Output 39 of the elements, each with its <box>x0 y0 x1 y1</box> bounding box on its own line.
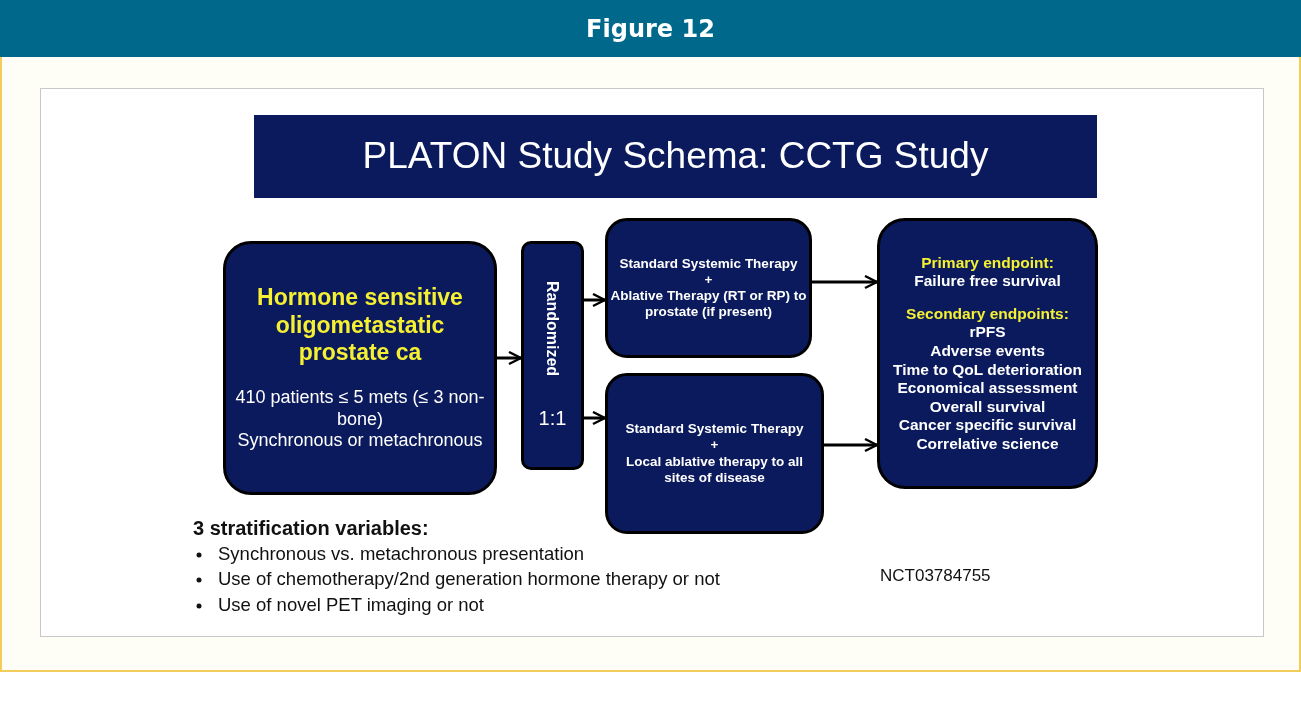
population-box <box>223 241 497 495</box>
arrow <box>497 350 523 366</box>
therapy-text: Local ablative therapy to all sites of disease <box>624 453 805 486</box>
plus-sign: + <box>709 437 720 454</box>
arrow <box>824 437 879 453</box>
bullet-item: Use of novel PET imaging or not <box>218 594 484 616</box>
endpoint-item: Adverse events <box>929 341 1046 361</box>
arrow <box>584 410 607 426</box>
population-heading: Hormone sensitive oligometastatic prostate ca <box>256 284 464 367</box>
title-banner <box>254 115 1097 198</box>
randomization-box <box>521 241 584 470</box>
plus-sign: + <box>703 271 714 288</box>
banner-title: PLATON Study Schema: CCTG Study <box>361 134 990 179</box>
ratio-label: 1:1 <box>537 406 568 431</box>
population-detail: 410 patients ≤ 5 mets (≤ 3 non-bone) <box>234 387 486 431</box>
population-detail: Synchronous or metachronous <box>236 430 484 452</box>
treatment-arm-box <box>605 218 812 358</box>
therapy-text: Ablative Therapy (RT or RP) to prostate (if present) <box>609 288 808 321</box>
endpoint-item: Failure free survival <box>913 272 1062 291</box>
trial-id: NCT03784755 <box>880 566 991 586</box>
list-heading: 3 stratification variables: <box>193 517 429 540</box>
arrow <box>584 292 607 308</box>
endpoint-item: Cancer specific survival <box>897 416 1078 435</box>
endpoint-item: Correlative science <box>915 434 1060 454</box>
treatment-arm-box <box>605 373 824 534</box>
endpoint-item: Overall survival <box>928 397 1047 417</box>
therapy-text: Standard Systemic Therapy <box>618 255 799 272</box>
endpoint-heading: Secondary endpoints: <box>905 304 1070 324</box>
endpoint-item: Economical assessment <box>896 379 1079 398</box>
bullet-item: Use of chemotherapy/2nd generation hormone therapy or not <box>218 568 720 590</box>
endpoint-item: rPFS <box>968 323 1007 342</box>
bullet-item: Synchronous vs. metachronous presentation <box>218 543 585 565</box>
figure-title: Figure 12 <box>586 14 715 43</box>
therapy-text: Standard Systemic Therapy <box>624 421 805 438</box>
endpoint-heading: Primary endpoint: <box>920 253 1055 273</box>
randomized-label: Randomized <box>543 280 563 377</box>
endpoints-box <box>877 218 1098 489</box>
endpoint-item: Time to QoL deterioration <box>892 360 1083 380</box>
arrow <box>812 274 879 290</box>
